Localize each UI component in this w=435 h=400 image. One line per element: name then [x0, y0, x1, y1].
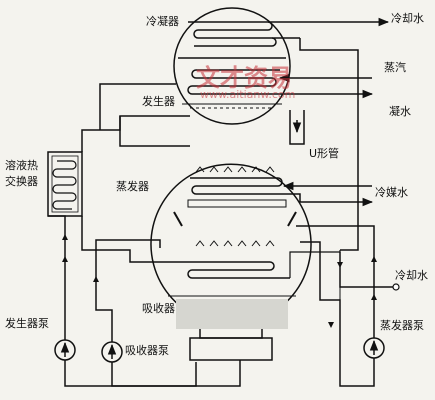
cooling-water-top-label: 冷却水	[391, 12, 424, 25]
u-tube-label: U形管	[309, 147, 340, 160]
evaporator-tray	[187, 199, 287, 208]
solution-heat-exchanger-label-line2: 交换器	[5, 175, 38, 188]
generator-pump-label: 发生器泵	[5, 317, 49, 330]
watermark-url: www.aitianw.com	[200, 88, 296, 101]
cooling-water-bottom-label: 冷却水	[395, 269, 428, 282]
evaporator-coil	[190, 177, 284, 195]
baffle-left	[173, 211, 183, 227]
absorber-coil	[184, 261, 290, 279]
generator-pump-suction	[64, 360, 197, 387]
flow-direction-arrows	[62, 234, 377, 328]
solution-heat-exchanger-label-line1: 溶液热	[5, 159, 38, 172]
cooling-water-link-pipe	[299, 38, 359, 251]
refrigerant-water-label: 冷媒水	[375, 186, 408, 199]
evaporator-pump-label: 蒸发器泵	[380, 319, 424, 332]
evaporator-pump-discharge	[300, 225, 375, 338]
condensate-label: 凝水	[389, 105, 411, 118]
steam-label: 蒸汽	[384, 61, 406, 74]
condenser-coil	[188, 21, 300, 47]
absorber-label: 吸收器	[142, 302, 175, 315]
absorber-pump-discharge	[95, 239, 161, 342]
absorber-spray-row	[195, 240, 275, 247]
generator-coil	[187, 69, 280, 95]
watermark-brand: 文才资易	[196, 64, 292, 92]
condenser-generator-shell	[173, 7, 291, 125]
u-tube	[289, 110, 305, 145]
strong-solution-to-absorber	[81, 216, 184, 263]
chilled-water-out-pipe	[284, 193, 374, 207]
refrigerant-line	[119, 116, 190, 147]
condenser-label: 冷凝器	[146, 15, 179, 28]
evaporator-pump-suction	[300, 241, 375, 387]
evaporator-absorber-shell	[150, 163, 312, 339]
cooling-water-in-pipe	[339, 252, 398, 288]
cooling-water-inlet-nozzle	[392, 283, 400, 291]
evaporator-spray-row	[195, 166, 275, 173]
absorber-sump	[189, 337, 273, 361]
absorber-solution-fill	[176, 299, 288, 329]
heat-exchanger-coil	[52, 160, 77, 210]
baffle-right	[287, 211, 297, 227]
absorber-pump-label: 吸收器泵	[125, 344, 169, 357]
generator-pump-discharge	[48, 215, 66, 340]
absorber-pump-suction	[111, 360, 241, 387]
evaporator-label: 蒸发器	[116, 180, 149, 193]
generator-label: 发生器	[142, 95, 175, 108]
strong-solution-from-generator	[99, 83, 176, 130]
